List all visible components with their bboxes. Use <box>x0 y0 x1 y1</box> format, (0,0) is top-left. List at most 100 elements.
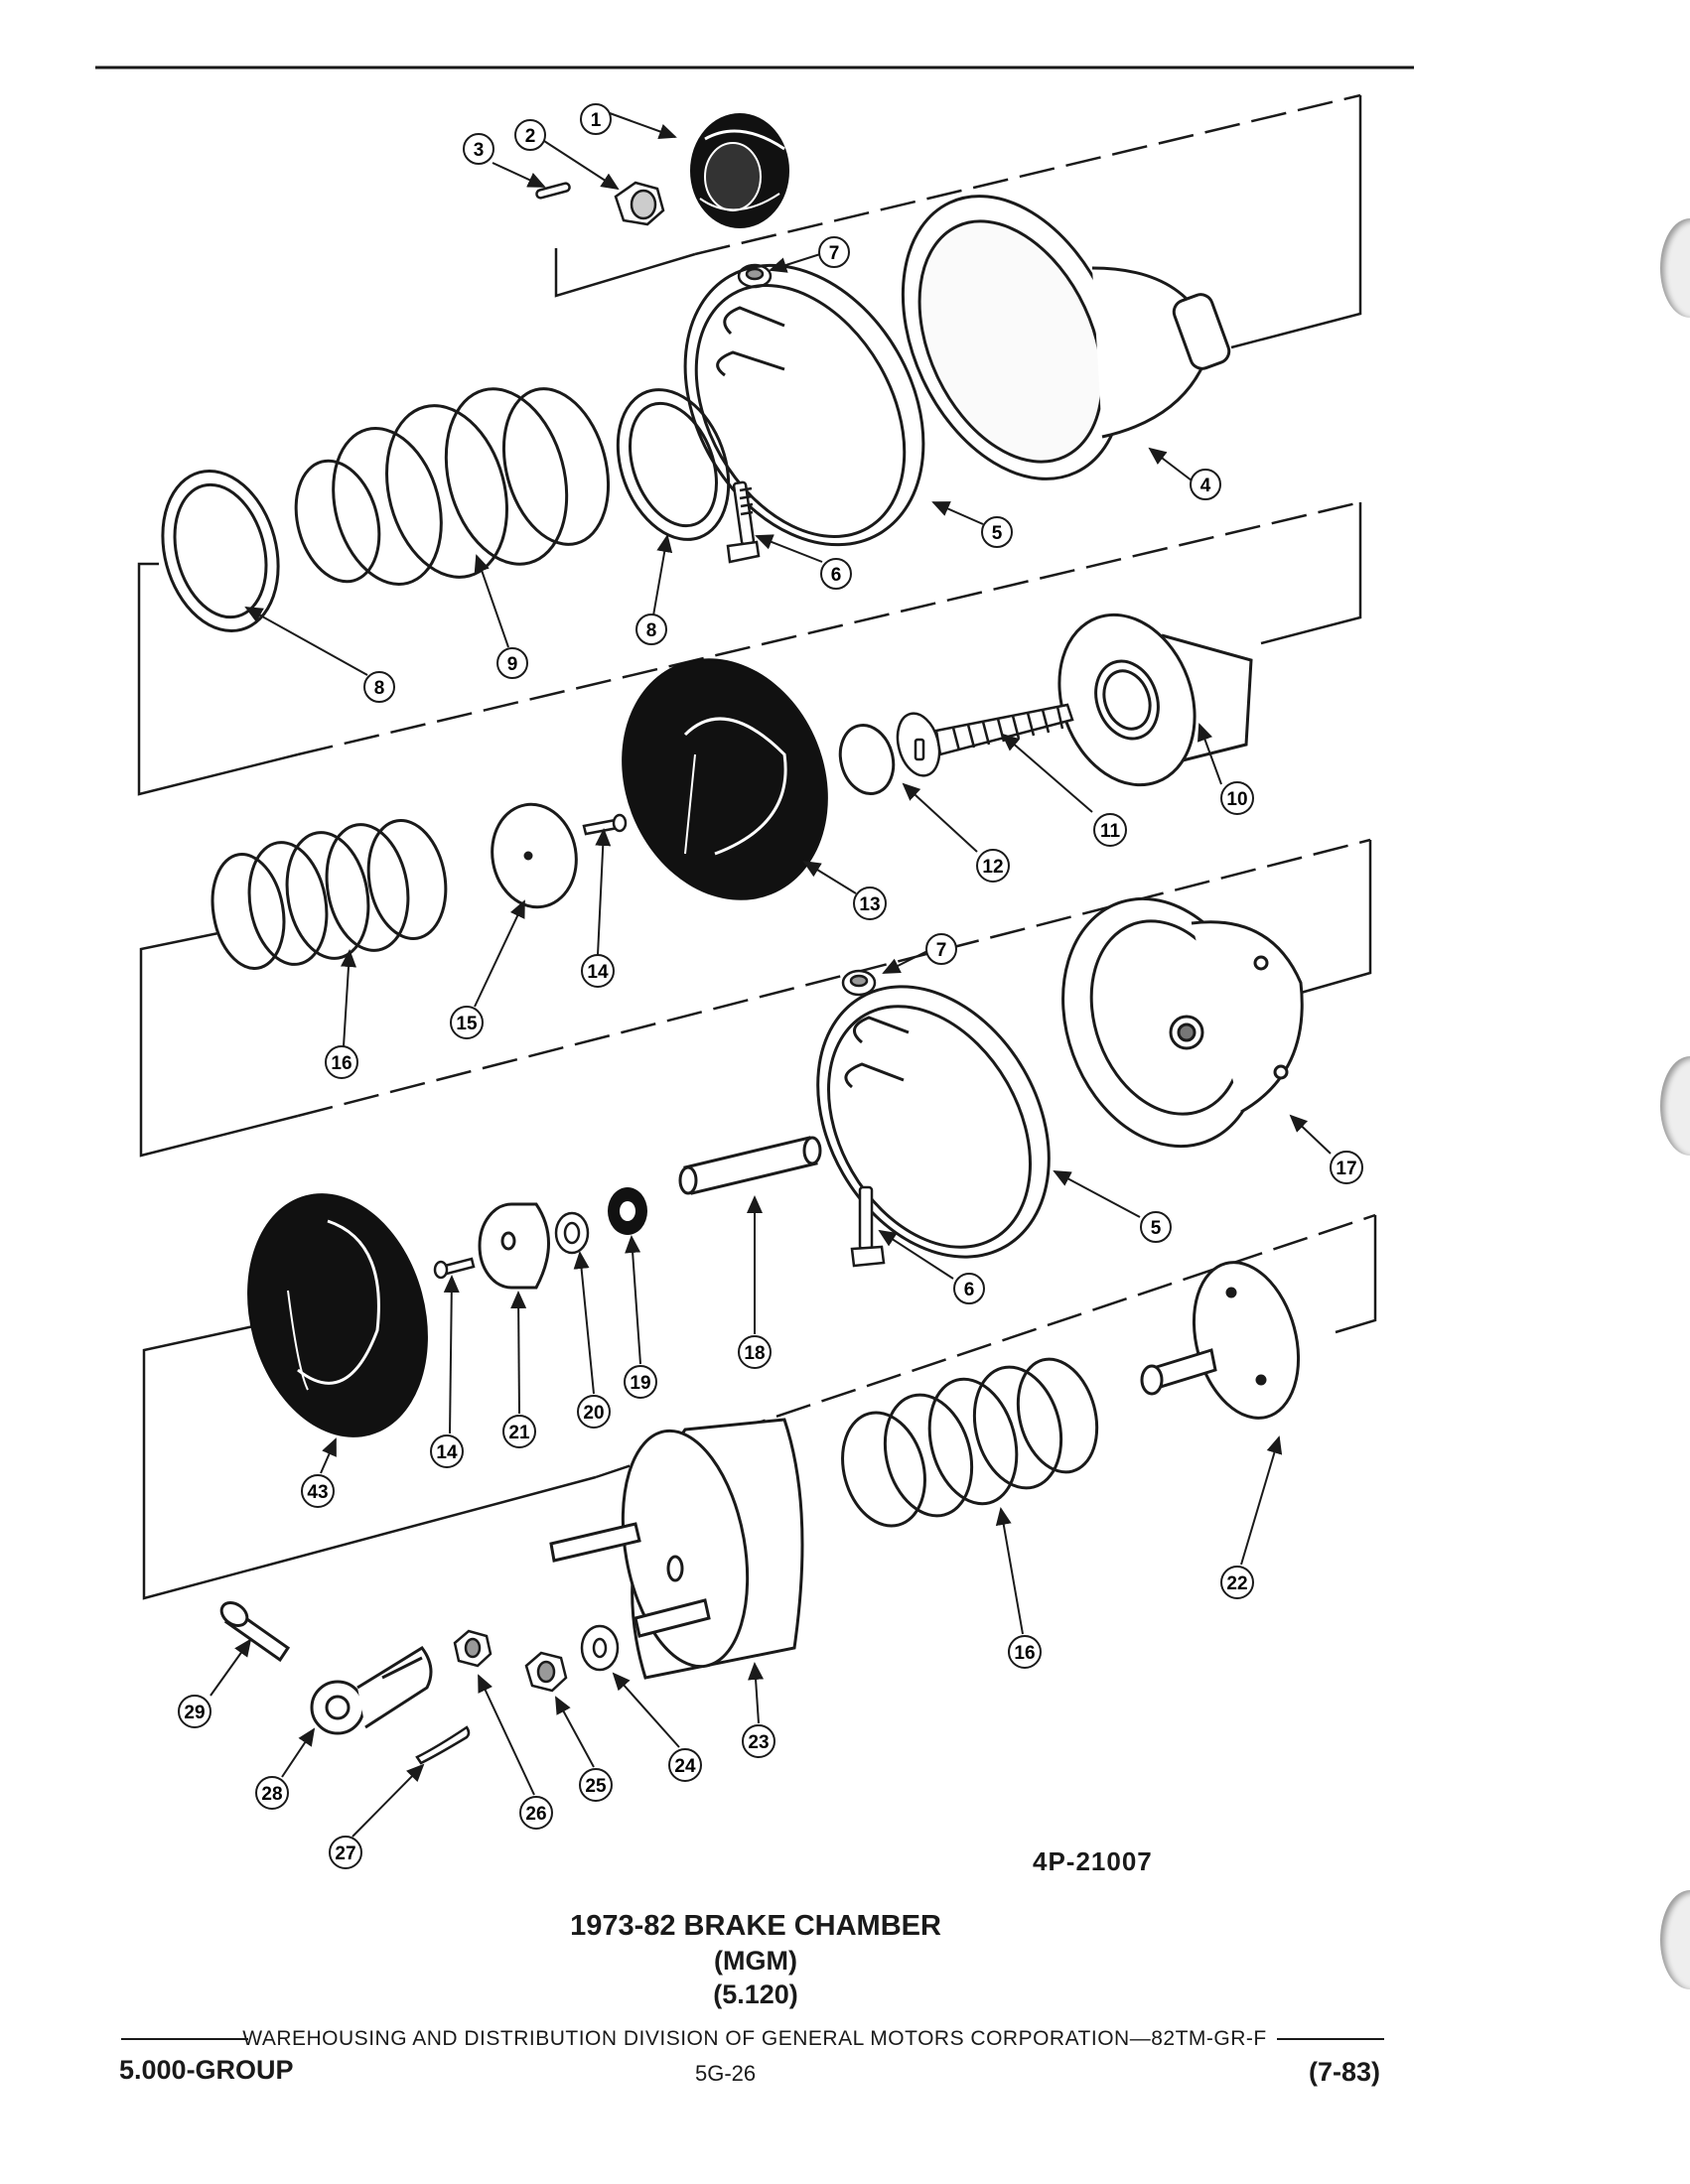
svg-text:13: 13 <box>859 894 880 915</box>
svg-text:23: 23 <box>748 1732 769 1753</box>
band-1-end <box>1230 95 1362 349</box>
clevis-part <box>310 1646 433 1735</box>
callout-20: 20 <box>577 1395 611 1429</box>
non-pressure-housing-base-part <box>549 1418 804 1680</box>
callout-7a: 7 <box>818 236 850 268</box>
washer-part-1 <box>554 1211 590 1255</box>
washer-part-2 <box>580 1624 620 1672</box>
piston-part <box>478 1202 550 1290</box>
spring-retainer-ring-part-1 <box>616 388 731 541</box>
callout-1: 1 <box>580 103 612 135</box>
small-nut-part-2 <box>841 969 877 997</box>
pressure-housing-part <box>901 195 1231 480</box>
svg-text:7: 7 <box>829 243 840 264</box>
non-pressure-housing-part <box>1061 896 1304 1149</box>
clamp-ring-part-2 <box>816 985 1051 1259</box>
callout-21: 21 <box>502 1415 536 1448</box>
svg-text:24: 24 <box>674 1756 696 1777</box>
callout-8b: 8 <box>363 671 395 703</box>
callout-16a: 16 <box>325 1045 358 1079</box>
callout-25: 25 <box>579 1768 613 1802</box>
svg-text:3: 3 <box>474 140 485 161</box>
svg-text:29: 29 <box>184 1703 205 1723</box>
callout-15: 15 <box>450 1006 484 1039</box>
figure-subtitle: (MGM) <box>714 1946 797 1976</box>
callout-14a: 14 <box>581 954 615 988</box>
revision-date: (7-83) <box>1309 2057 1381 2087</box>
cotter-pin-part-2 <box>415 1725 471 1765</box>
callout-9: 9 <box>496 647 528 679</box>
callout-6a: 6 <box>820 558 852 590</box>
callout-43: 43 <box>301 1474 335 1508</box>
bolt-part-2 <box>850 1185 886 1268</box>
outer-coil-spring-part <box>294 387 611 586</box>
publisher-line: WAREHOUSING AND DISTRIBUTION DIVISION OF… <box>242 2027 1267 2050</box>
svg-text:4: 4 <box>1200 476 1211 496</box>
callout-3: 3 <box>463 133 494 165</box>
band-4-axis <box>595 1213 1376 1479</box>
push-rod-plate-part <box>1140 1261 1301 1420</box>
leader-lines <box>210 112 1332 1838</box>
svg-text:2: 2 <box>525 126 536 147</box>
castle-nut-part <box>614 181 665 226</box>
assembly-bands <box>137 93 1377 1600</box>
push-rod-tube-part <box>678 1136 822 1195</box>
callout-7b: 7 <box>925 933 957 965</box>
bolt-part-1 <box>726 480 761 564</box>
svg-text:19: 19 <box>630 1373 650 1394</box>
svg-text:8: 8 <box>374 678 385 699</box>
diaphragm-part-1 <box>622 658 828 900</box>
svg-text:27: 27 <box>335 1843 355 1864</box>
callout-4: 4 <box>1190 469 1221 500</box>
svg-text:6: 6 <box>831 565 842 586</box>
svg-text:5: 5 <box>992 523 1003 544</box>
stop-screw-part-2 <box>433 1257 476 1280</box>
svg-text:14: 14 <box>587 962 609 983</box>
svg-text:20: 20 <box>583 1403 604 1424</box>
svg-text:43: 43 <box>307 1482 328 1503</box>
svg-text:22: 22 <box>1226 1573 1247 1594</box>
adjusting-bolt-part <box>896 703 1074 777</box>
stop-screw-part-1 <box>582 813 628 836</box>
cap-plug-part <box>838 724 896 795</box>
band-2-axis <box>297 500 1361 756</box>
callout-22: 22 <box>1220 1566 1254 1599</box>
svg-text:8: 8 <box>646 620 657 641</box>
callout-18: 18 <box>738 1335 772 1369</box>
spring-retainer-ring-part-2 <box>161 469 280 633</box>
svg-text:12: 12 <box>982 857 1003 878</box>
cotter-pin-part <box>535 182 571 200</box>
svg-text:9: 9 <box>507 654 518 675</box>
svg-text:28: 28 <box>261 1784 282 1805</box>
inner-coil-spring-part-1 <box>211 819 448 970</box>
svg-text:11: 11 <box>1100 821 1121 842</box>
svg-text:10: 10 <box>1226 789 1247 810</box>
page-number: 5G-26 <box>695 2061 757 2086</box>
diaphragm-cap-part <box>690 113 789 228</box>
band-4-end <box>1335 1215 1377 1334</box>
callout-5a: 5 <box>981 516 1013 548</box>
svg-text:17: 17 <box>1336 1159 1356 1179</box>
callout-16b: 16 <box>1008 1635 1042 1669</box>
group-label: 5.000-GROUP <box>119 2055 294 2085</box>
hex-nut-part-1 <box>524 1651 568 1693</box>
figure-reference: (5.120) <box>713 1979 798 2009</box>
callout-11: 11 <box>1093 813 1127 847</box>
svg-text:18: 18 <box>744 1343 765 1364</box>
hex-nut-part-2 <box>453 1629 493 1668</box>
svg-text:6: 6 <box>964 1280 975 1300</box>
callout-8a: 8 <box>635 614 667 645</box>
callout-24: 24 <box>668 1748 702 1782</box>
band-3-bracket <box>139 931 299 1158</box>
band-4-bracket <box>142 1323 597 1600</box>
svg-text:14: 14 <box>436 1442 458 1463</box>
inner-coil-spring-part-2 <box>841 1357 1099 1528</box>
svg-text:16: 16 <box>1014 1643 1035 1664</box>
callout-2: 2 <box>514 119 546 151</box>
spring-cup-part <box>1057 613 1253 787</box>
band-1-axis <box>694 93 1361 256</box>
diaphragm-part-2 <box>247 1193 428 1437</box>
svg-text:26: 26 <box>525 1804 546 1825</box>
clamp-ring-part-1 <box>683 263 925 547</box>
